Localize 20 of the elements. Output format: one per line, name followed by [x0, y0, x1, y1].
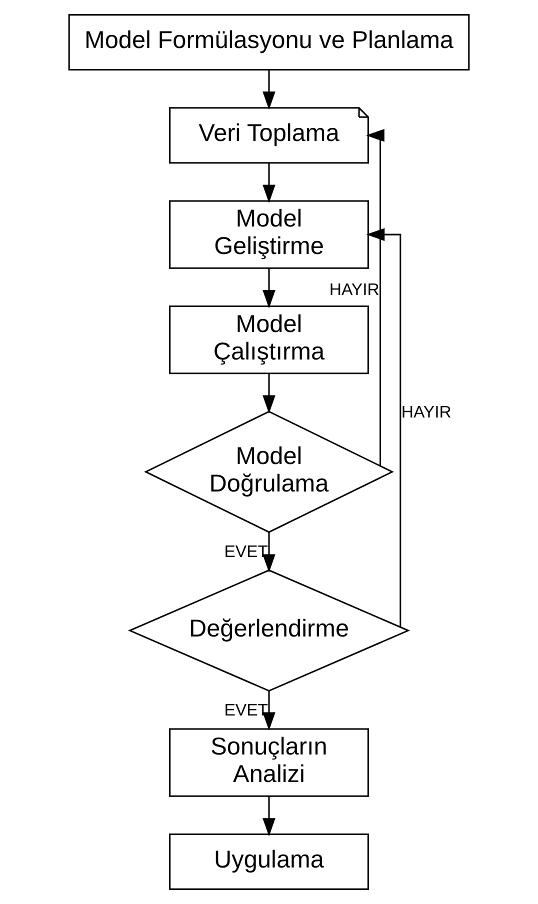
- arrow: [262, 268, 276, 308]
- node-diamond: Değerlendirme: [128, 569, 410, 692]
- arrow: [262, 163, 276, 204]
- arrow: [262, 532, 276, 573]
- node-box: Model Geliştirme: [169, 200, 369, 269]
- node-box: Uygulama: [169, 833, 369, 890]
- node-diamond: Model Doğrulama: [144, 410, 394, 533]
- arrow: [366, 128, 384, 466]
- edge-label: HAYIR: [329, 280, 380, 300]
- arrow: [262, 796, 276, 836]
- arrow: [262, 374, 276, 414]
- node-box: Model Çalıştırma: [169, 306, 369, 374]
- edge-label: EVET: [224, 700, 268, 720]
- arrow: [366, 228, 402, 628]
- edge-label: EVET: [224, 542, 268, 562]
- node-box: Sonuçların Analizi: [169, 728, 369, 797]
- node-box: Model Formülasyonu ve Planlama: [68, 14, 470, 71]
- arrow: [262, 691, 276, 731]
- arrow: [262, 70, 276, 110]
- edge-label: HAYIR: [401, 402, 452, 422]
